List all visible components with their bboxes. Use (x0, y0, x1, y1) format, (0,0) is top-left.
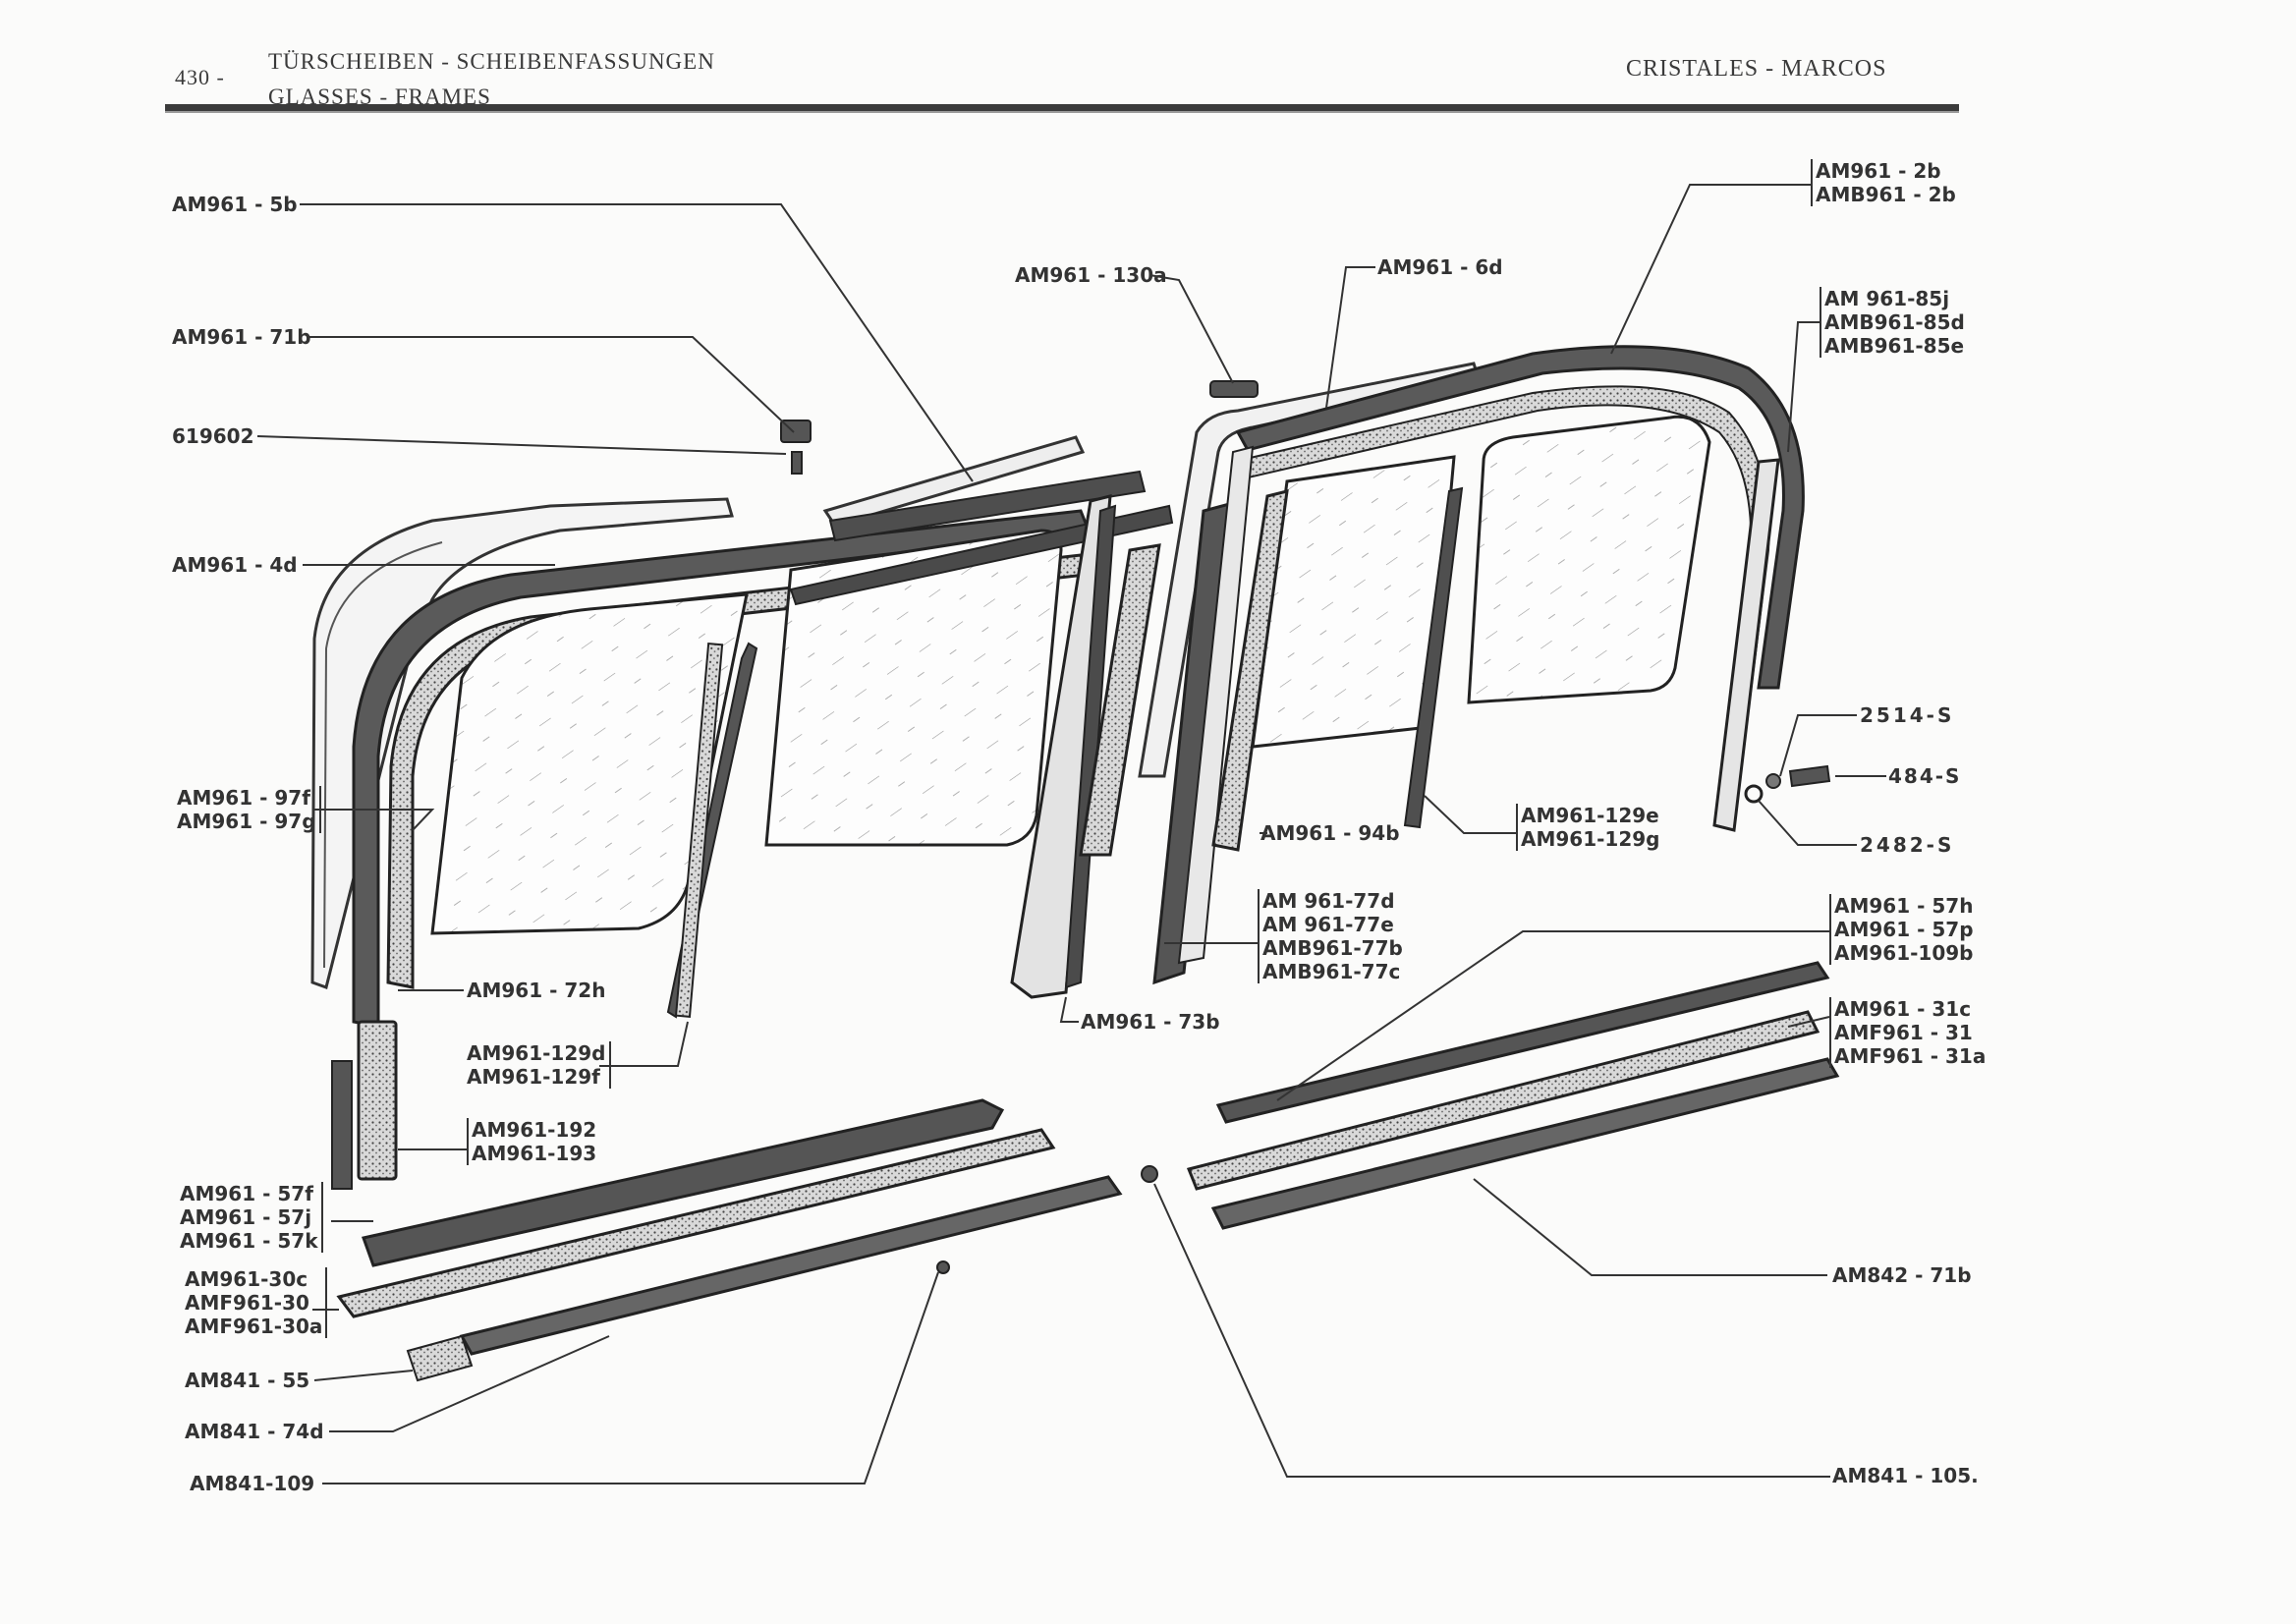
clip-130a (1209, 380, 1259, 398)
label-am841-74d: AM841 - 74d (185, 1420, 324, 1443)
label-am842-71b: AM842 - 71b (1832, 1263, 1972, 1287)
label-am961-130a: AM961 - 130a (1015, 263, 1167, 287)
right-door-assembly (1138, 345, 1840, 1230)
right-run-129e (1403, 486, 1464, 829)
label-am961-73b: AM961 - 73b (1081, 1010, 1220, 1034)
left-door-assembly (310, 420, 1174, 1382)
right-sill-57h (1215, 961, 1830, 1124)
left-sill-109 (459, 1175, 1123, 1356)
label-am841-55: AM841 - 55 (185, 1369, 310, 1392)
washer-2514s (1765, 773, 1781, 789)
right-sill-71b (1210, 1057, 1840, 1230)
left-frame-channel (352, 509, 1092, 1029)
left-main-glass (764, 529, 1063, 847)
page-number: 430 - (175, 65, 225, 89)
left-sill-30c (336, 1128, 1056, 1318)
leader-lines (256, 184, 1886, 1484)
screw-619602 (791, 451, 803, 475)
screw-am841-105 (1141, 1165, 1158, 1183)
left-sill-57f (362, 1098, 1005, 1267)
title-german: TÜRSCHEIBEN - SCHEIBENFASSUNGEN (268, 49, 715, 74)
bolt-484s (1788, 764, 1831, 788)
right-channel-94b (1211, 489, 1289, 852)
label-2482s: 2482-S (1860, 833, 1955, 857)
right-sill-31c (1186, 1010, 1820, 1191)
label-am841-105: AM841 - 105. (1832, 1464, 1979, 1487)
left-rear-channel-73b (1010, 494, 1112, 999)
label-am961-72h: AM961 - 72h (467, 979, 606, 1002)
label-am961-71b: AM961 - 71b (172, 325, 311, 349)
label-am961-4d: AM961 - 4d (172, 553, 298, 577)
right-rear-channel-85j (1712, 458, 1780, 832)
left-filler-block (357, 1020, 398, 1181)
washer-2482s (1744, 784, 1764, 804)
screw-small (936, 1260, 950, 1274)
label-am961-6d: AM961 - 6d (1377, 255, 1503, 279)
vertical-strip-129d (674, 643, 724, 1018)
right-main-glass (1467, 415, 1711, 704)
label-am961-94b: AM961 - 94b (1260, 821, 1400, 845)
header-rule (165, 104, 1959, 113)
label-484s: 484-S (1888, 764, 1962, 788)
label-2514s: 2514-S (1860, 703, 1955, 727)
left-quarter-glass (430, 592, 749, 935)
label-am841-109: AM841-109 (190, 1472, 315, 1495)
label-619602: 619602 (172, 424, 254, 448)
title-spanish: CRISTALES - MARCOS (1626, 56, 1887, 82)
label-am961-5b: AM961 - 5b (172, 193, 298, 216)
right-top-frame-2b (1235, 345, 1805, 690)
